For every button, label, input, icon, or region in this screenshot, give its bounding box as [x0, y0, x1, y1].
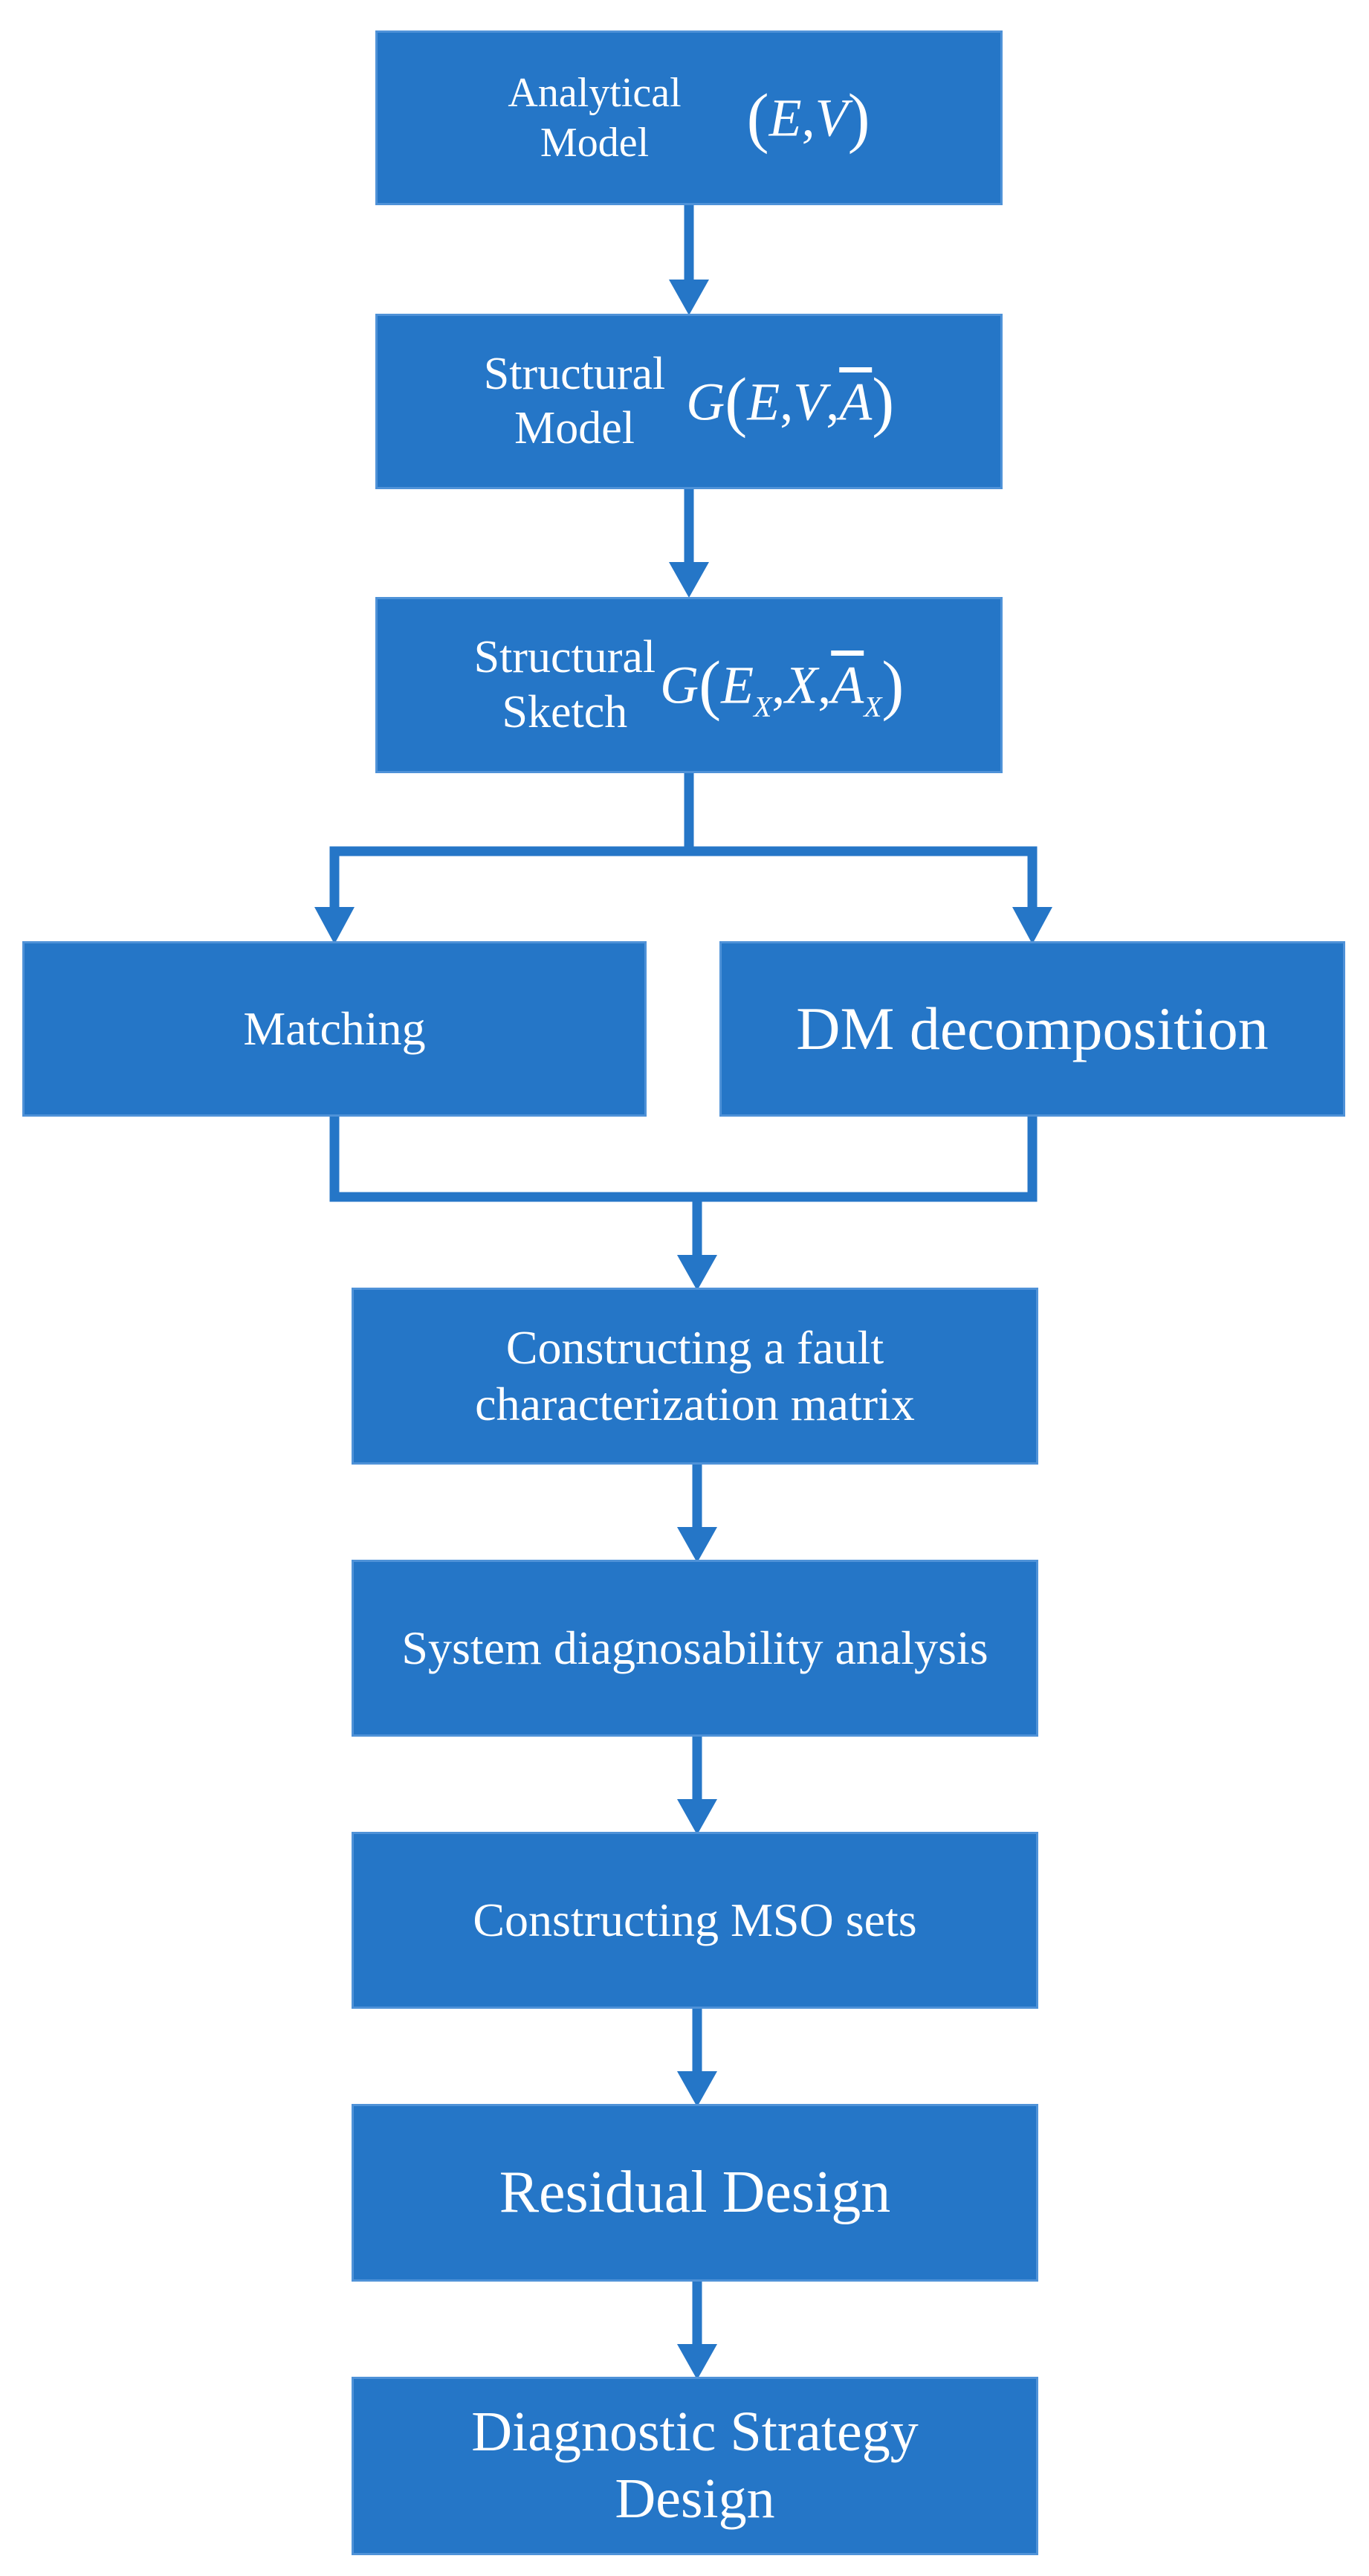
structural-model-box: Structural Model G(E,V,A) [375, 314, 1003, 489]
formula-open-paren: ( [699, 648, 722, 722]
formula-e: E [721, 655, 754, 715]
arrowhead [677, 2344, 717, 2380]
residual-design-label: Residual Design [499, 2160, 891, 2226]
formula-comma: , [826, 372, 840, 432]
analytical-model-formula: (E,V) [747, 80, 870, 156]
fault-matrix-label: Constructing a fault characterization ma… [475, 1321, 915, 1430]
analytical-model-box: Analytical Model (E,V) [375, 30, 1003, 205]
formula-e: E [768, 88, 802, 148]
strategy-design-box: Diagnostic Strategy Design [352, 2377, 1038, 2555]
formula-close-paren: ) [872, 364, 895, 439]
formula-g: G [686, 372, 725, 432]
dm-decomposition-label: DM decomposition [796, 994, 1269, 1062]
formula-open-paren: ( [725, 364, 748, 439]
formula-comma: , [801, 88, 815, 148]
mso-sets-label: Constructing MSO sets [473, 1894, 917, 1947]
diagnosability-label: System diagnosability analysis [401, 1621, 988, 1675]
arrowhead [669, 562, 709, 598]
arrowhead [677, 1255, 717, 1291]
formula-close-paren: ) [881, 648, 904, 722]
formula-open-paren: ( [746, 81, 769, 155]
formula-comma: , [818, 655, 832, 715]
formula-a-bar: A [839, 372, 873, 432]
formula-comma: , [780, 372, 794, 432]
arrowhead-matching [314, 907, 355, 944]
formula-v: V [793, 372, 826, 432]
formula-a-bar: A [831, 655, 864, 715]
formula-subscript-x: X [864, 690, 882, 723]
connector-sketch-split [329, 772, 694, 911]
structural-sketch-formula: G(EX,X,AX) [660, 647, 904, 723]
connector-sketch-split-right [689, 846, 1038, 911]
arrowhead [677, 2071, 717, 2107]
formula-subscript-x: X [754, 690, 772, 723]
structural-sketch-label: Structural Sketch [473, 632, 656, 737]
analytical-model-label: Analytical Model [508, 70, 682, 166]
residual-design-box: Residual Design [352, 2104, 1038, 2282]
formula-comma: , [771, 655, 786, 715]
arrowhead-dm [1012, 907, 1052, 944]
structural-sketch-box: Structural Sketch G(EX,X,AX) [375, 597, 1003, 773]
structural-model-formula: G(E,V,A) [686, 364, 894, 440]
formula-x: X [785, 655, 818, 715]
structural-model-label: Structural Model [483, 348, 666, 453]
arrowhead [677, 1527, 717, 1563]
formula-close-paren: ) [847, 81, 870, 155]
connector-merge [329, 1115, 1038, 1202]
matching-label: Matching [243, 1002, 426, 1056]
arrowhead [677, 1799, 717, 1835]
matching-box: Matching [22, 941, 647, 1117]
diagnosability-box: System diagnosability analysis [352, 1560, 1038, 1737]
formula-e: E [747, 372, 780, 432]
mso-sets-box: Constructing MSO sets [352, 1832, 1038, 2009]
formula-v: V [815, 88, 848, 148]
arrowhead [669, 280, 709, 315]
strategy-design-label: Diagnostic Strategy Design [471, 2401, 919, 2530]
dm-decomposition-box: DM decomposition [719, 941, 1345, 1117]
fault-matrix-box: Constructing a fault characterization ma… [352, 1288, 1038, 1465]
formula-g: G [660, 655, 699, 715]
